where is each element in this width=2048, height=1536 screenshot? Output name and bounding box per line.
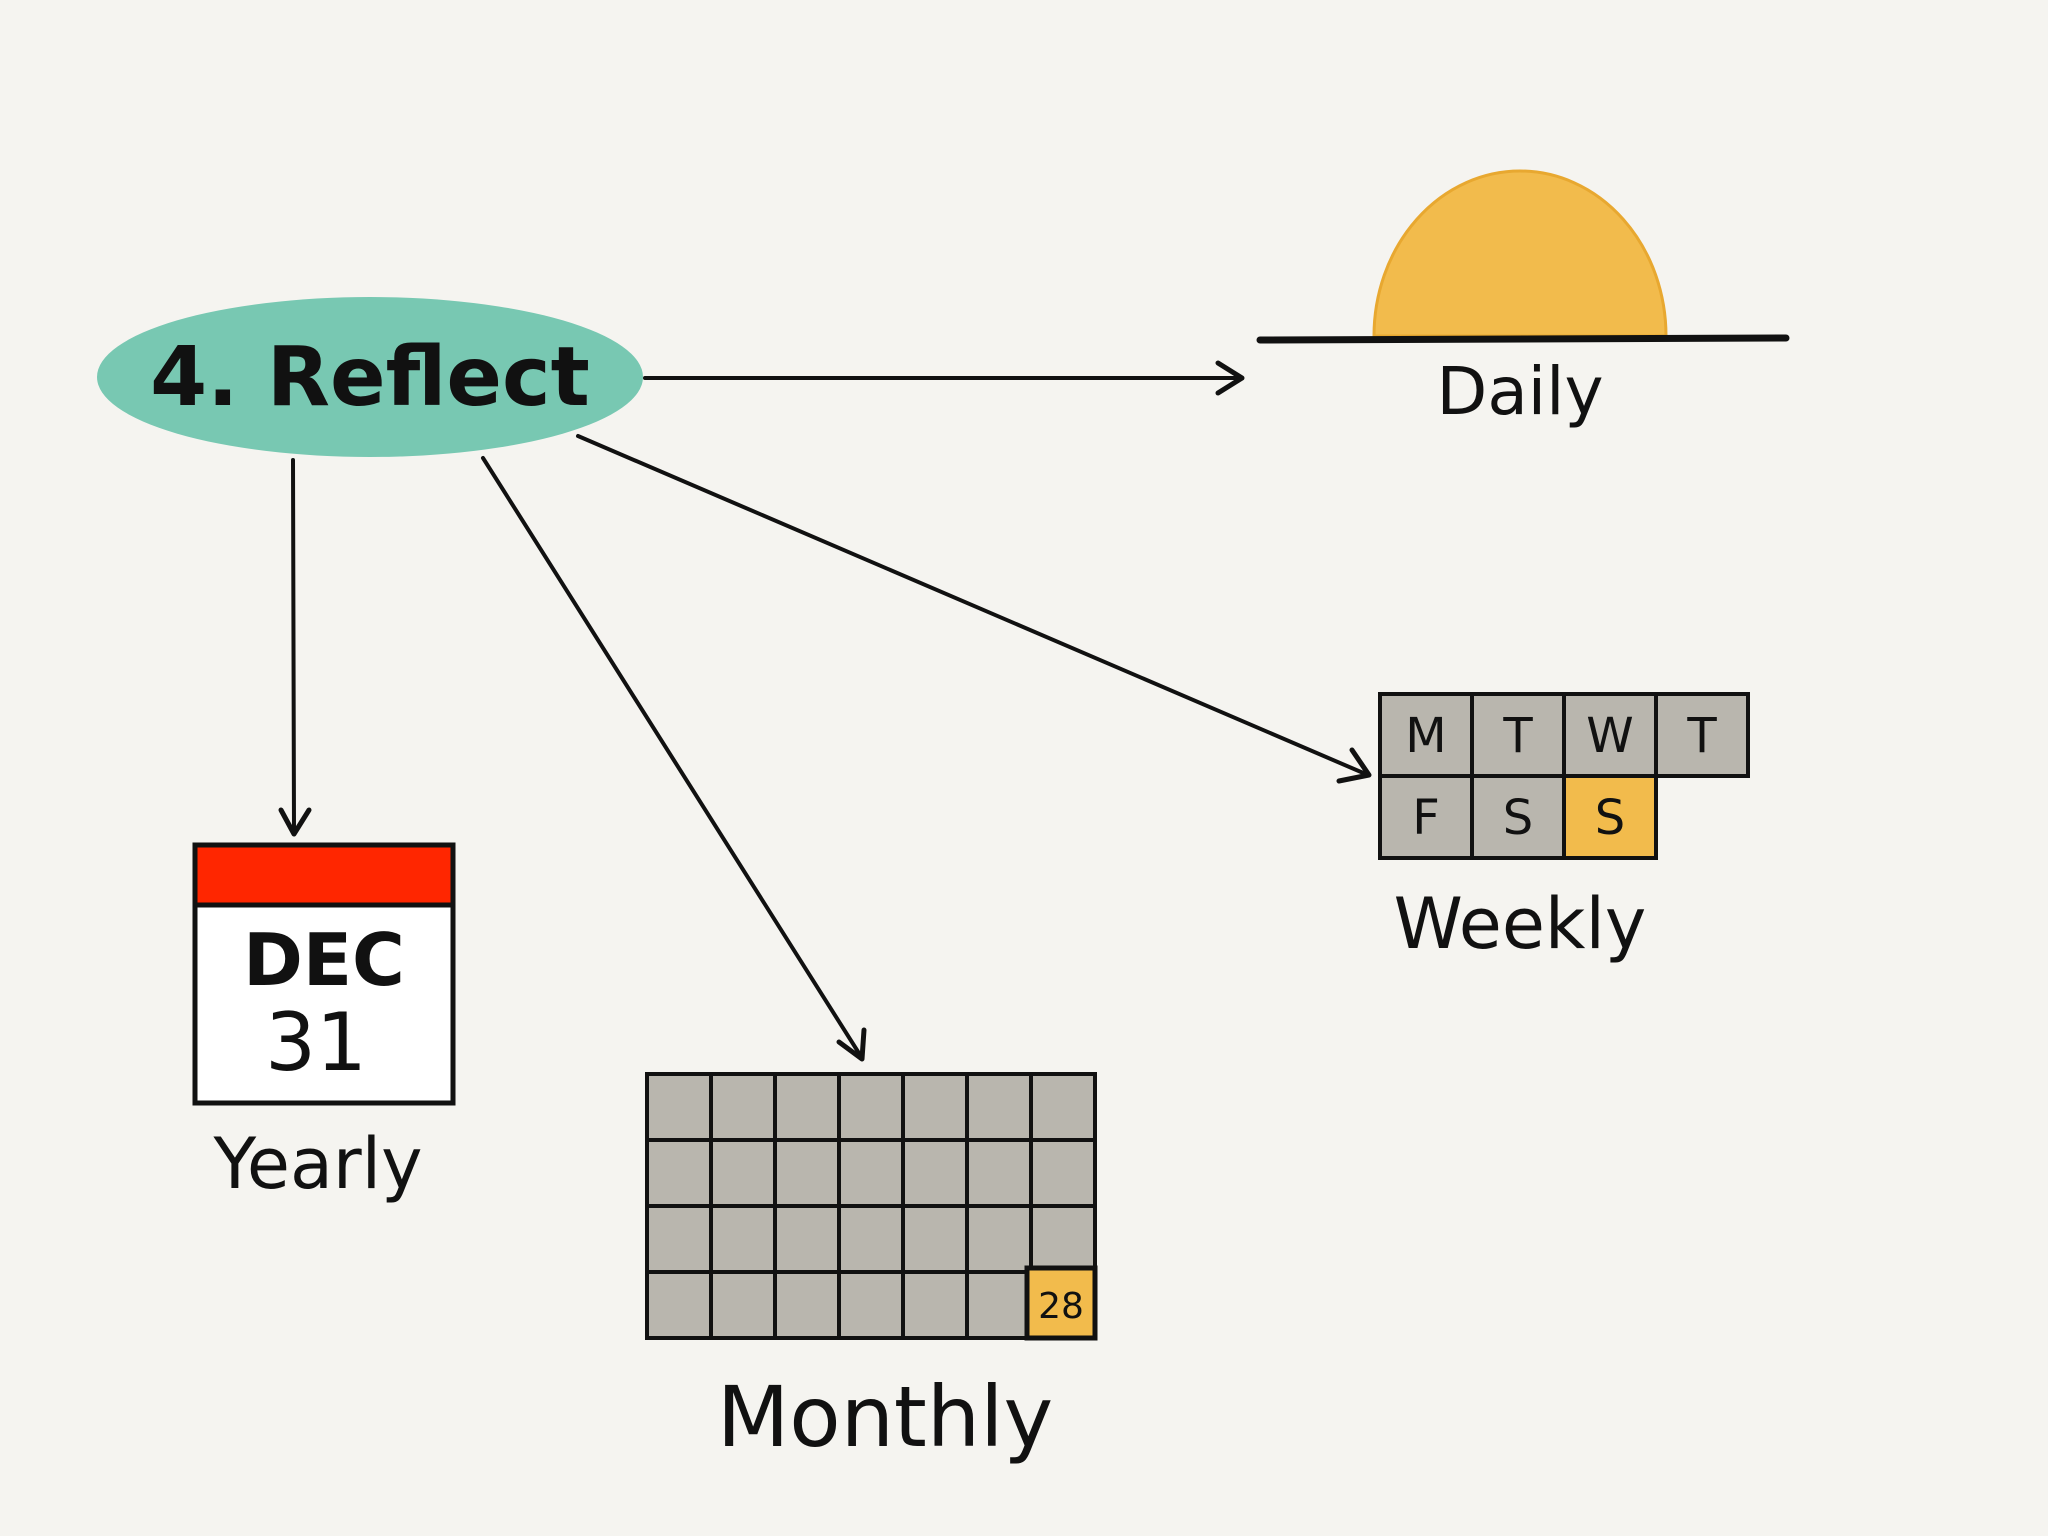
yearly-calendar: DEC 31 Yearly — [192, 842, 456, 1205]
month-day-cell — [773, 1204, 841, 1274]
reflect-node: 4. Reflect — [97, 297, 643, 457]
month-day-cell — [645, 1204, 713, 1274]
month-day-cell — [709, 1138, 777, 1208]
month-day-cell — [837, 1204, 905, 1274]
arrow-to-yearly — [278, 458, 312, 837]
monthly-label: Monthly — [717, 1368, 1053, 1466]
sun-icon — [1372, 169, 1668, 338]
month-day-cell — [965, 1204, 1033, 1274]
weekday-letter: S — [1503, 790, 1533, 846]
highlighted-day-cell — [1024, 1265, 1098, 1341]
yearly-label: Yearly — [212, 1123, 422, 1205]
arrow-to-monthly — [481, 456, 867, 1062]
weekly-label: Weekly — [1394, 883, 1647, 965]
weekday-letter: M — [1405, 708, 1446, 764]
highlighted-day-number: 28 — [1038, 1286, 1084, 1327]
month-day-cell — [837, 1138, 905, 1208]
reflect-node-label: 4. Reflect — [150, 330, 590, 425]
month-day-cell — [965, 1138, 1033, 1208]
calendar-header — [192, 842, 456, 908]
month-day-cell — [645, 1138, 713, 1208]
weekday-letter: T — [1686, 708, 1717, 764]
weekday-letter: T — [1502, 708, 1533, 764]
month-day-cell — [1029, 1138, 1097, 1208]
month-day-cell — [837, 1270, 905, 1340]
weekday-cell — [1562, 774, 1658, 860]
weekday-cell — [1470, 774, 1566, 860]
month-day-cell — [837, 1072, 905, 1142]
month-day-cell — [901, 1270, 969, 1340]
calendar-day: 31 — [265, 996, 367, 1089]
month-day-cell — [709, 1204, 777, 1274]
month-day-cell — [709, 1270, 777, 1340]
weekday-cell — [1654, 692, 1750, 778]
weekday-letter: S — [1595, 790, 1625, 846]
month-day-cell — [1029, 1072, 1097, 1142]
reflect-node-ellipse — [97, 297, 643, 457]
arrow-to-daily — [643, 360, 1245, 396]
daily-label: Daily — [1437, 353, 1604, 430]
month-day-cell — [965, 1072, 1033, 1142]
month-day-cell — [901, 1072, 969, 1142]
month-day-cell — [645, 1072, 713, 1142]
month-day-cell — [645, 1270, 713, 1340]
month-day-cell — [901, 1204, 969, 1274]
arrow-to-weekly — [576, 434, 1372, 784]
month-day-cell — [709, 1072, 777, 1142]
weekday-letter: W — [1586, 708, 1633, 764]
horizon-line — [1256, 334, 1790, 344]
month-day-cell — [901, 1138, 969, 1208]
month-day-cell — [773, 1270, 841, 1340]
month-day-cell — [1029, 1204, 1097, 1274]
month-day-cell — [965, 1270, 1033, 1340]
calendar-month: DEC — [243, 918, 405, 1002]
daily-sunrise: Daily — [1256, 169, 1790, 430]
weekday-cell — [1378, 774, 1474, 860]
monthly-calendar: 28 Monthly — [645, 1072, 1098, 1466]
month-day-cell — [773, 1072, 841, 1142]
month-day-cell — [773, 1138, 841, 1208]
weekday-letter: F — [1412, 790, 1440, 846]
